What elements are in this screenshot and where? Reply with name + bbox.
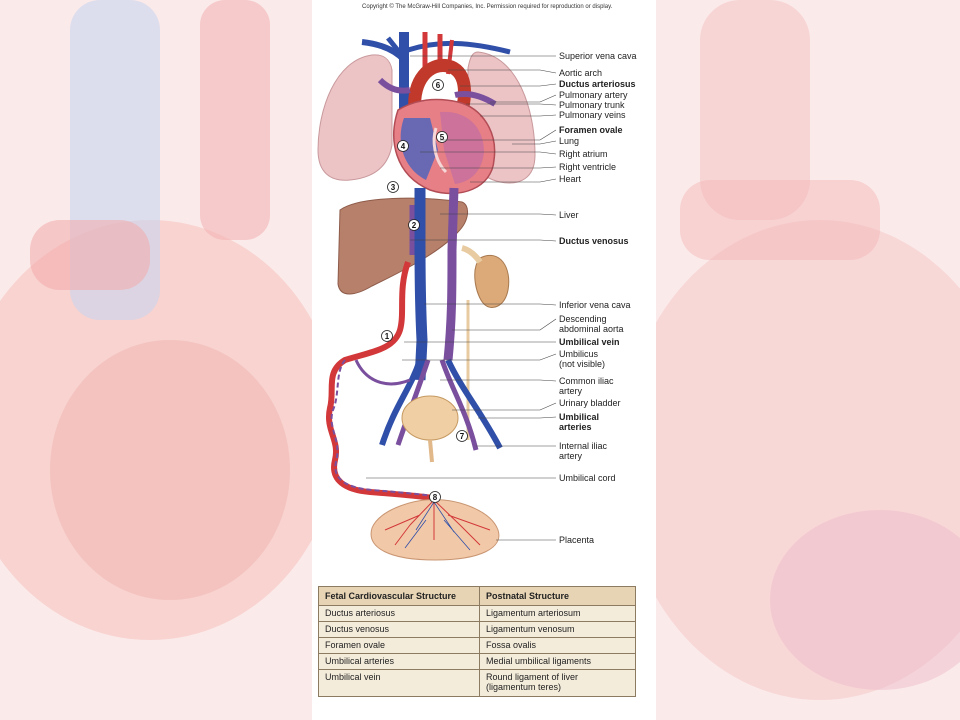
- table-header-fetal: Fetal Cardiovascular Structure: [318, 586, 480, 606]
- right-atrium-label: Right atrium: [559, 149, 608, 159]
- heart-label: Heart: [559, 174, 582, 184]
- liver-leader: [440, 213, 557, 216]
- svg-text:7: 7: [460, 432, 465, 441]
- urinary-bladder-leader: [452, 402, 557, 411]
- table-cell: Ligamentum venosum: [479, 621, 636, 638]
- descending-abdominal-aorta-leader: [452, 318, 557, 331]
- table-row: Foramen ovale Fossa ovalis: [318, 637, 636, 654]
- umbilicus-label: Umbilicus: [559, 349, 599, 359]
- bladder-shape: [401, 395, 459, 441]
- table-cell: Ligamentum arteriosum: [479, 605, 636, 622]
- step-marker-8: 8: [429, 491, 441, 503]
- step-marker-5: 5: [436, 131, 448, 143]
- pulmonary-artery-label: Pulmonary artery: [559, 90, 628, 100]
- structure-table: Fetal Cardiovascular Structure Postnatal…: [318, 586, 636, 697]
- step-marker-7: 7: [456, 430, 468, 442]
- ductus-arteriosus-leader: [460, 83, 557, 87]
- step-marker-3: 3: [387, 181, 399, 193]
- copyright-notice: Copyright © The McGraw-Hill Companies, I…: [362, 4, 613, 10]
- right-ventricle-leader: [440, 166, 557, 169]
- heart-leader: [470, 178, 557, 183]
- placenta-label: Placenta: [559, 535, 594, 545]
- umbilical-vein-label: Umbilical vein: [559, 337, 620, 347]
- svg-text:3: 3: [391, 183, 396, 192]
- table-row: Umbilical vein Round ligament of liver (…: [318, 669, 636, 697]
- aortic-arch-leader: [448, 69, 557, 74]
- umbilical-arteries-label: arteries: [559, 422, 592, 432]
- ductus-venosus-leader: [410, 239, 557, 242]
- common-iliac-artery-label: Common iliac: [559, 376, 614, 386]
- table-header-row: Fetal Cardiovascular Structure Postnatal…: [318, 586, 636, 606]
- table-cell: Round ligament of liver (ligamentum tere…: [479, 669, 636, 697]
- inferior-vena-cava-leader: [424, 303, 557, 306]
- pulmonary-veins-label: Pulmonary veins: [559, 110, 626, 120]
- placenta-shape: [370, 499, 500, 561]
- foramen-ovale-leader: [440, 129, 557, 141]
- step-markers: 1 2 3 4 5 6 7 8: [381, 79, 468, 503]
- descending-abdominal-aorta-label: Descending: [559, 314, 607, 324]
- umbilical-arteries-leader: [478, 416, 557, 419]
- umbilical-arteries-label: Umbilical: [559, 412, 599, 422]
- umbilicus-leader: [402, 353, 557, 361]
- table-cell: Ductus arteriosus: [318, 605, 480, 622]
- aortic-arch-label: Aortic arch: [559, 68, 602, 78]
- right-ventricle-label: Right ventricle: [559, 162, 616, 172]
- umbilical-cord-label: Umbilical cord: [559, 473, 616, 483]
- ductus-arteriosus-label: Ductus arteriosus: [559, 79, 636, 89]
- inferior-vena-cava-label: Inferior vena cava: [559, 300, 631, 310]
- liver-label: Liver: [559, 210, 579, 220]
- svg-text:6: 6: [436, 81, 441, 90]
- table-cell: Umbilical arteries: [318, 653, 480, 670]
- right-atrium-leader: [420, 151, 557, 155]
- urinary-bladder-label: Urinary bladder: [559, 398, 621, 408]
- kidney-shape: [474, 254, 510, 308]
- internal-iliac-artery-label: artery: [559, 451, 583, 461]
- internal-iliac-artery-label: Internal iliac: [559, 441, 608, 451]
- pulmonary-trunk-label: Pulmonary trunk: [559, 100, 625, 110]
- table-header-postnatal: Postnatal Structure: [479, 586, 636, 606]
- pulmonary-veins-leader: [480, 114, 557, 117]
- svg-text:5: 5: [440, 133, 445, 142]
- table-row: Umbilical arteries Medial umbilical liga…: [318, 653, 636, 670]
- common-iliac-artery-leader: [440, 379, 557, 382]
- superior-vena-cava-label: Superior vena cava: [559, 51, 637, 61]
- umbilicus-label: (not visible): [559, 359, 605, 369]
- ductus-venosus-label: Ductus venosus: [559, 236, 629, 246]
- svg-text:4: 4: [401, 142, 406, 151]
- foramen-ovale-label: Foramen ovale: [559, 125, 623, 135]
- lung-leader: [512, 140, 557, 145]
- table-row: Ductus arteriosus Ligamentum arteriosum: [318, 605, 636, 622]
- step-marker-4: 4: [397, 140, 409, 152]
- leader-lines: [366, 55, 557, 541]
- descending-abdominal-aorta-label: abdominal aorta: [559, 324, 624, 334]
- svg-text:8: 8: [433, 493, 438, 502]
- table-cell: Fossa ovalis: [479, 637, 636, 654]
- lung-label: Lung: [559, 136, 579, 146]
- left-lung: [317, 54, 393, 181]
- step-marker-1: 1: [381, 330, 393, 342]
- step-marker-2: 2: [408, 219, 420, 231]
- pulmonary-trunk-leader: [466, 103, 557, 106]
- umbilical-vein-shape: [325, 260, 433, 501]
- table-cell: Ductus venosus: [318, 621, 480, 638]
- table-row: Ductus venosus Ligamentum venosum: [318, 621, 636, 638]
- pulmonary-artery-leader: [490, 94, 557, 103]
- table-cell: Umbilical vein: [318, 669, 480, 697]
- table-cell: Medial umbilical ligaments: [479, 653, 636, 670]
- step-marker-6: 6: [432, 79, 444, 91]
- svg-text:1: 1: [385, 332, 390, 341]
- svg-text:2: 2: [412, 221, 417, 230]
- table-cell: Foramen ovale: [318, 637, 480, 654]
- common-iliac-artery-label: artery: [559, 386, 583, 396]
- liver-shape: [337, 197, 468, 295]
